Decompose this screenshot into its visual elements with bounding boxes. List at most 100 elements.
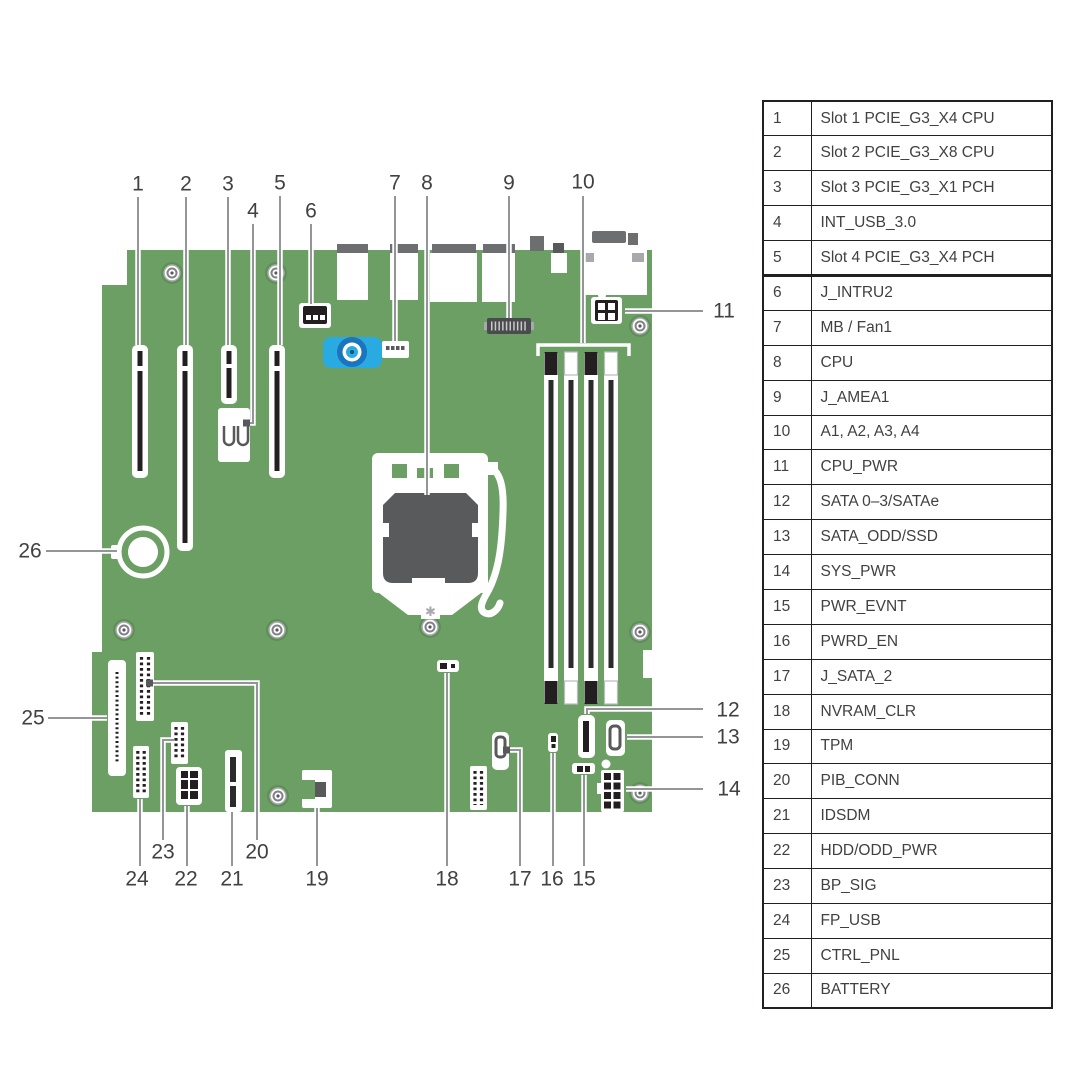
legend-num: 12 — [762, 484, 812, 521]
cpu-socket: ✱ — [372, 453, 507, 619]
callout-14: 14 — [717, 777, 741, 801]
callout-3: 3 — [222, 172, 234, 196]
callout-23: 23 — [151, 840, 175, 864]
legend-num: 4 — [762, 205, 812, 242]
legend-label: IDSDM — [810, 798, 1053, 835]
legend-num: 18 — [762, 693, 812, 730]
screw-icon — [418, 615, 442, 639]
pin-header — [470, 766, 487, 810]
callout-24: 24 — [125, 867, 149, 891]
screw-icon — [266, 784, 290, 808]
cpu-power-connector — [591, 291, 622, 324]
callout-13: 13 — [716, 725, 740, 749]
legend-num: 24 — [762, 902, 812, 939]
leader-anchor — [146, 679, 153, 687]
legend-label: FP_USB — [810, 902, 1053, 939]
legend-num: 9 — [762, 379, 812, 416]
vga-post-right — [632, 253, 644, 262]
small-port-cap — [553, 243, 564, 253]
callout-11: 11 — [713, 299, 735, 323]
callout-19: 19 — [305, 867, 329, 891]
screw-icon — [628, 781, 652, 805]
legend-label: CPU_PWR — [810, 449, 1053, 486]
callout-7: 7 — [389, 171, 401, 195]
io-port-cap — [337, 244, 368, 253]
callout-15: 15 — [572, 867, 596, 891]
legend-label: Slot 2 PCIE_G3_X8 CPU — [810, 135, 1053, 172]
vga-port-screw-post — [628, 233, 638, 245]
pcie-slot-2 — [177, 345, 193, 551]
callout-2: 2 — [180, 172, 192, 196]
dimm-slot-a4 — [603, 351, 619, 705]
small-port — [551, 253, 567, 273]
vga-port-cap — [592, 231, 626, 243]
hdd-odd-power-connector — [176, 767, 202, 805]
coin-battery — [111, 525, 170, 579]
legend-num: 15 — [762, 588, 812, 625]
io-port-cap — [432, 244, 476, 253]
callout-17: 17 — [508, 867, 532, 891]
leader-anchor — [503, 746, 510, 754]
callout-8: 8 — [421, 171, 433, 195]
legend-label: J_SATA_2 — [810, 658, 1053, 695]
leader-lines — [46, 196, 703, 866]
intrusion-connector — [299, 303, 331, 328]
callout-5: 5 — [274, 171, 286, 195]
callout-9: 9 — [503, 171, 515, 195]
callout-20: 20 — [245, 840, 269, 864]
legend-num: 8 — [762, 344, 812, 381]
io-port-cap — [390, 244, 418, 253]
legend-num: 7 — [762, 309, 812, 346]
legend-label: TPM — [810, 728, 1053, 765]
ctrl-pnl-connector — [108, 660, 126, 776]
legend-label: SYS_PWR — [810, 554, 1053, 590]
legend-label: MB / Fan1 — [810, 309, 1053, 346]
legend-num: 26 — [762, 972, 812, 1009]
legend-num: 6 — [762, 274, 812, 311]
internal-usb-connector — [218, 408, 250, 462]
legend-num: 16 — [762, 623, 812, 660]
callout-21: 21 — [220, 867, 244, 891]
socket-key-mark: ✱ — [425, 604, 436, 619]
legend-label: J_AMEA1 — [810, 379, 1053, 416]
legend-label: INT_USB_3.0 — [810, 205, 1053, 242]
screw-icon — [628, 620, 652, 644]
callout-6: 6 — [305, 199, 317, 223]
legend-label: CPU — [810, 344, 1053, 381]
legend-num: 19 — [762, 728, 812, 765]
tpm-connector — [302, 770, 332, 808]
io-port — [337, 253, 368, 300]
dimm-slot-a2 — [563, 351, 579, 705]
io-stub — [530, 236, 544, 251]
legend-num: 22 — [762, 833, 812, 870]
dimm-bracket — [536, 343, 631, 356]
legend-label: CTRL_PNL — [810, 937, 1053, 974]
pwr-evnt-jumper — [572, 763, 595, 774]
legend-label: Slot 3 PCIE_G3_X1 PCH — [810, 170, 1053, 207]
legend-num: 23 — [762, 868, 812, 904]
dimm-slot-a1 — [544, 352, 558, 704]
bp-sig-connector — [171, 722, 188, 764]
legend-num: 21 — [762, 798, 812, 835]
fp-usb-connector — [133, 746, 149, 798]
j-amea1-connector — [484, 318, 534, 334]
legend-num: 17 — [762, 658, 812, 695]
